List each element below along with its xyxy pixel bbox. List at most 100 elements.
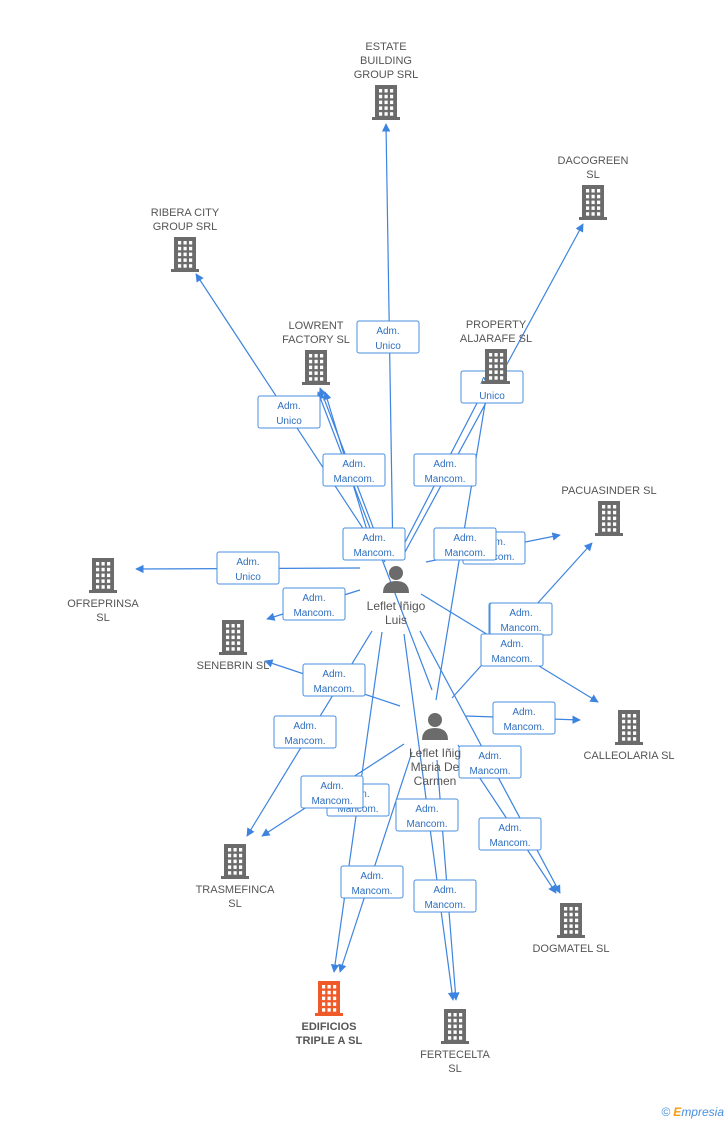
edge-label-text: Unico	[479, 391, 505, 402]
edge-label[interactable]: Adm. Mancom.	[458, 745, 522, 779]
company-node-calleolaria[interactable]: CALLEOLARIA SL	[583, 710, 675, 762]
node-label: RIBERA CITY	[151, 207, 220, 219]
node-label: GROUP SRL	[153, 221, 218, 233]
edge-label[interactable]: Adm.Mancom.	[300, 775, 364, 809]
edge-label-box	[322, 453, 386, 487]
node-label: BUILDING	[360, 55, 412, 67]
edge-label-text: Adm.	[236, 557, 259, 568]
node-label: SENEBRIN SL	[197, 660, 270, 672]
edge-label-box	[395, 798, 459, 832]
node-label: SL	[228, 898, 241, 910]
edge-labels-layer: Adm.UnicoAdm.UnicoAdm.UnicoAdm.Mancom.Ad…	[216, 320, 556, 913]
edge-label-text: Adm.	[478, 751, 501, 762]
edge-label-text: Mancom.	[503, 722, 544, 733]
building-icon	[372, 85, 400, 120]
building-icon	[302, 350, 330, 385]
edge-label-text: Adm.	[362, 533, 385, 544]
edge-label-text: Mancom.	[351, 886, 392, 897]
company-node-dogmatel[interactable]: DOGMATEL SL	[532, 903, 610, 955]
edge-label[interactable]: Adm.Unico	[216, 551, 280, 585]
edge-label-text: Adm.	[512, 707, 535, 718]
edge-label-box	[216, 551, 280, 585]
edge-label-text: Mancom.	[469, 766, 510, 777]
edge-label[interactable]: Adm.Mancom.	[340, 865, 404, 899]
edge-label[interactable]: Adm.Mancom.	[413, 879, 477, 913]
edge-label-box	[300, 775, 364, 809]
edge-label-box	[342, 527, 406, 561]
node-label: SL	[586, 169, 599, 181]
edge-label[interactable]: Adm.Mancom.	[395, 798, 459, 832]
edge-label-box	[302, 663, 366, 697]
edge-p2-edificios	[338, 751, 413, 973]
node-label: TRASMEFINCA	[196, 884, 276, 896]
edge-label[interactable]: Adm. Mancom.	[492, 701, 556, 735]
node-label: FACTORY SL	[282, 334, 350, 346]
person-icon	[383, 566, 409, 593]
edge-label[interactable]: Adm.Mancom.	[282, 587, 346, 621]
edge-label-text: Adm.	[293, 721, 316, 732]
node-label: Carmen	[414, 774, 457, 788]
edge-label-text: Mancom.	[444, 548, 485, 559]
edge-label-text: Adm.	[322, 669, 345, 680]
footer-brand[interactable]: ©Empresia	[661, 1105, 724, 1119]
edge-label-text: Unico	[276, 416, 302, 427]
edge-label[interactable]: Adm.Mancom.	[413, 453, 477, 487]
edge-label[interactable]: Adm.Mancom.	[342, 527, 406, 561]
company-node-fertecelta[interactable]: FERTECELTA SL	[420, 1009, 490, 1075]
edge-label-text: Adm.	[376, 326, 399, 337]
edge-label[interactable]: Adm.Mancom.	[480, 633, 544, 667]
company-node-ribera[interactable]: RIBERA CITY GROUP SRL	[151, 207, 220, 272]
node-label: ALJARAFE SL	[460, 333, 532, 345]
edge-label-box	[282, 587, 346, 621]
edge-label[interactable]: Adm.Mancom.	[489, 602, 553, 636]
company-node-trasmefinca[interactable]: TRASMEFINCA SL	[196, 844, 276, 910]
edge-label-text: Adm.	[415, 804, 438, 815]
building-icon	[482, 349, 510, 384]
edge-label[interactable]: Adm.Mancom.	[433, 527, 497, 561]
building-icon	[171, 237, 199, 272]
edge-label-text: Adm.	[509, 608, 532, 619]
building-icon	[89, 558, 117, 593]
edge-label[interactable]: Adm.Mancom.	[478, 817, 542, 851]
node-label: FERTECELTA	[420, 1049, 490, 1061]
edge-label-text: Adm.	[433, 885, 456, 896]
edge-label[interactable]: Adm.Mancom.	[322, 453, 386, 487]
node-label: EDIFICIOS	[301, 1021, 356, 1033]
node-label: ESTATE	[365, 41, 406, 53]
edge-label-text: Mancom.	[489, 838, 530, 849]
edge-label-text: Mancom.	[293, 608, 334, 619]
company-node-senebrin[interactable]: SENEBRIN SL	[197, 620, 270, 672]
building-icon	[221, 844, 249, 879]
edge-label-text: Adm.	[277, 401, 300, 412]
company-node-pacuasinder[interactable]: PACUASINDER SL	[561, 485, 657, 536]
edge-label-text: Adm.	[500, 639, 523, 650]
edge-label[interactable]: Adm.Mancom.	[273, 715, 337, 749]
edge-label-text: Mancom.	[313, 684, 354, 695]
edge-label[interactable]: Adm. Unico	[257, 395, 321, 429]
edge-label-box	[492, 701, 556, 735]
node-label: OFREPRINSA	[67, 598, 139, 610]
company-node-lowrent[interactable]: LOWRENT FACTORY SL	[282, 320, 350, 385]
node-label: LOWRENT	[289, 320, 344, 332]
edge-label[interactable]: Adm. Mancom.	[302, 663, 366, 697]
edge-label-box	[273, 715, 337, 749]
edge-label[interactable]: Adm.Unico	[356, 320, 420, 354]
edge-label-text: Mancom.	[424, 474, 465, 485]
edge-label-box	[356, 320, 420, 354]
building-icon	[441, 1009, 469, 1044]
edge-label-text: Adm.	[342, 459, 365, 470]
brand-logo-initial: E	[673, 1105, 682, 1119]
node-label: SL	[448, 1063, 461, 1075]
node-label: PACUASINDER SL	[561, 485, 656, 497]
edge-label-box	[257, 395, 321, 429]
edge-label-text: Adm.	[320, 781, 343, 792]
